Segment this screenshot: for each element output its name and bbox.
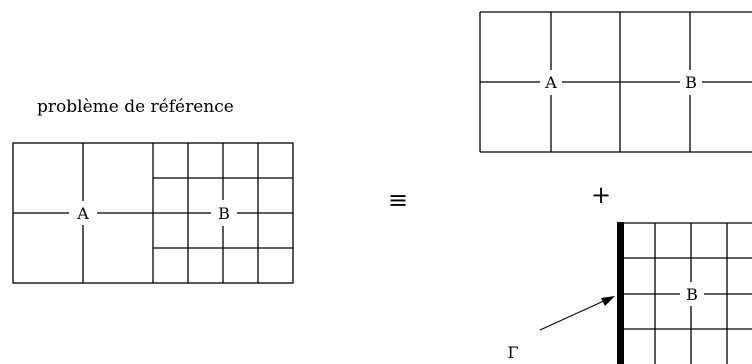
gamma-boundary [617,222,624,364]
coarse-grid [479,11,752,153]
coarse-label-b: B [685,73,697,92]
reference-label-a: A [76,204,89,223]
equivalence-symbol: ≡ [388,186,408,214]
gamma-arrow [539,296,615,331]
gamma-label: Γ [507,343,518,362]
reference-label-b: B [218,204,230,223]
reference-problem-grid [12,142,294,284]
plus-symbol: + [591,181,611,209]
diagram-title: problème de référence [37,97,234,117]
fine-label-b: B [686,285,698,304]
fine-patch-grid [620,222,752,364]
coarse-label-a: A [544,73,557,92]
